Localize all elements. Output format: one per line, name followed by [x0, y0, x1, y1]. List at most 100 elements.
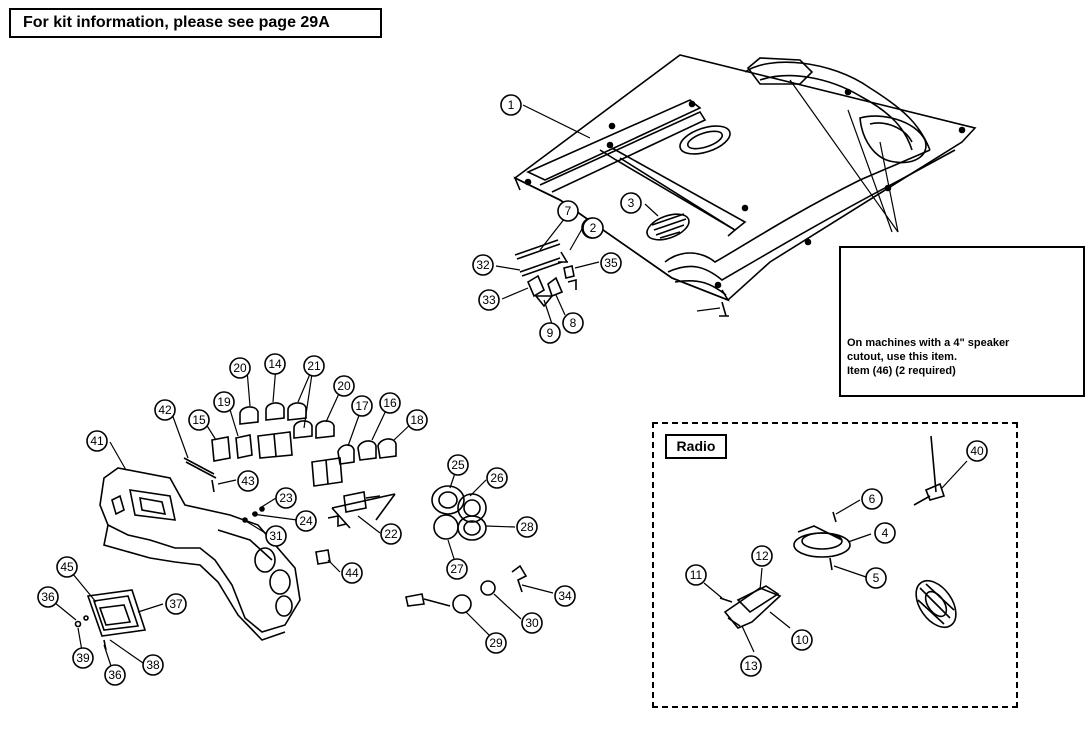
callout-circle: [265, 525, 287, 547]
callout-circle: [500, 94, 522, 116]
callout-bubble: 16: [379, 392, 401, 414]
callout-bubble: 19: [213, 391, 235, 413]
callout-number: 7: [565, 204, 572, 218]
plug-parts-drawing: [405, 485, 528, 614]
note-line: cutout, use this item.: [847, 351, 958, 363]
callout-circle: [751, 545, 773, 567]
latch-hardware-drawing: [514, 239, 577, 308]
callout-bubble: 40: [966, 440, 988, 462]
callout-circle: [791, 629, 813, 651]
callout-bubble: 28: [516, 516, 538, 538]
callout-circle: [104, 664, 126, 686]
callout-bubble: 17: [351, 395, 373, 417]
callout-circle: [341, 562, 363, 584]
callout-number: 5: [873, 571, 880, 585]
callout-circle: [521, 612, 543, 634]
callout-circle: [600, 252, 622, 274]
callout-number: 20: [337, 379, 351, 393]
callout-circle: [264, 353, 286, 375]
callout-number: 8: [570, 316, 577, 330]
callout-circle: [472, 254, 494, 276]
clip-drawing: [558, 251, 568, 263]
callout-circle: [861, 488, 883, 510]
leader-lines: [495, 79, 899, 325]
shroud-panel-drawing: [513, 54, 977, 302]
callout-number: 3: [628, 196, 635, 210]
callout-number: 21: [307, 359, 321, 373]
callout-circle: [86, 430, 108, 452]
callout-circle: [740, 655, 762, 677]
callout-number: 20: [233, 361, 247, 375]
callout-circle: [188, 409, 210, 431]
callout-bubble: 32: [472, 254, 494, 276]
callout-circle: [303, 355, 325, 377]
callout-bubble: 45: [56, 556, 78, 578]
callout-circle: [213, 391, 235, 413]
kit-info-banner: For kit information, please see page 29A: [9, 8, 382, 38]
callout-circle: [275, 487, 297, 509]
callout-bubble: 12: [751, 545, 773, 567]
callout-number: 2: [590, 221, 597, 235]
callout-circle: [237, 470, 259, 492]
callout-number: 17: [355, 399, 369, 413]
callout-circle: [380, 523, 402, 545]
note-line: On machines with a 4" speaker: [847, 337, 1010, 349]
callout-number: 44: [345, 566, 359, 580]
callout-number: 19: [217, 395, 231, 409]
callout-circle: [56, 556, 78, 578]
callout-number: 28: [520, 520, 534, 534]
callout-bubble: 31: [265, 525, 287, 547]
callout-number: 42: [158, 403, 172, 417]
callout-number: 33: [482, 293, 496, 307]
callout-bubble: 34: [554, 585, 576, 607]
callout-number: 31: [269, 529, 283, 543]
switch-console-drawing: [74, 402, 397, 651]
callout-number: 4: [882, 526, 889, 540]
callout-bubble: 30: [521, 612, 543, 634]
callout-bubble: 26: [486, 467, 508, 489]
callout-bubble: 15: [188, 409, 210, 431]
callout-number: 35: [604, 256, 618, 270]
callout-bubble: 20: [333, 375, 355, 397]
callout-bubble: 1: [500, 94, 522, 116]
radio-section-label: Radio: [665, 434, 727, 459]
callout-number: 6: [869, 492, 876, 506]
callout-bubble: 29: [485, 632, 507, 654]
callout-circle: [685, 564, 707, 586]
callout-circle: [485, 632, 507, 654]
leader-lines: [48, 365, 554, 673]
callout-circle: [620, 192, 642, 214]
callout-bubble: 33: [478, 289, 500, 311]
callout-number: 15: [192, 413, 206, 427]
callout-circle: [486, 467, 508, 489]
callout-number: 16: [383, 396, 397, 410]
callout-circle: [447, 454, 469, 476]
callout-number: 32: [476, 258, 490, 272]
callout-number: 27: [450, 562, 464, 576]
callout-bubble: 4: [874, 522, 896, 544]
callout-number: 25: [451, 458, 465, 472]
callout-bubble: 38: [142, 654, 164, 676]
callout-circle: [539, 322, 561, 344]
callout-circle: [72, 647, 94, 669]
callout-number: 36: [108, 668, 122, 682]
callout-circle: [351, 395, 373, 417]
callout-circle: [229, 357, 251, 379]
callout-bubble: 25: [447, 454, 469, 476]
callout-bubble: 18: [406, 409, 428, 431]
callout-bubble: 11: [685, 564, 707, 586]
callout-circle: [154, 399, 176, 421]
callout-bubble: 23: [275, 487, 297, 509]
speaker-cutout-callout: On machines with a 4" speaker cutout, us…: [839, 246, 1085, 397]
callout-circle: [295, 510, 317, 532]
callout-number: 38: [146, 658, 160, 672]
callout-bubble: 13: [740, 655, 762, 677]
callout-bubble: 2: [582, 217, 604, 239]
callout-number: 29: [489, 636, 503, 650]
callout-circle: [379, 392, 401, 414]
callout-bubble: 37: [165, 593, 187, 615]
callout-bubble: 35: [600, 252, 622, 274]
callout-bubble: 20: [229, 357, 251, 379]
callout-bubble: 6: [861, 488, 883, 510]
